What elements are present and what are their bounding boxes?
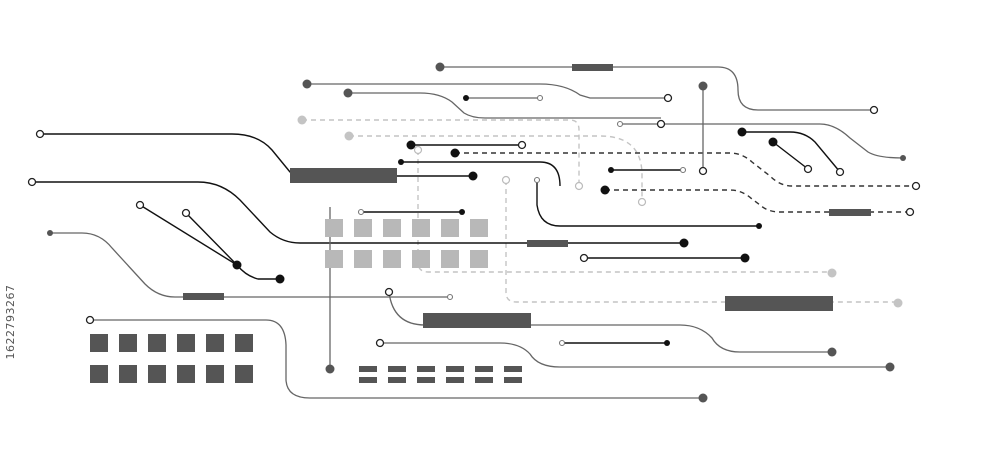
- pad-rect: [572, 64, 613, 71]
- pad-rect: [290, 168, 397, 183]
- dash-blocks: [359, 366, 522, 383]
- light-hollow-nodes: [413, 145, 647, 207]
- image-id-label: 1622793267: [4, 284, 17, 360]
- light-nodes: [297, 115, 903, 308]
- dashed-dark-traces: [455, 152, 916, 213]
- pad-rect: [527, 240, 568, 247]
- solid-gray-traces: [50, 66, 904, 399]
- pad-rect: [423, 313, 531, 328]
- dark-chip-grid: [90, 334, 253, 383]
- small-hollow-nodes: [357, 94, 687, 347]
- gray-nodes: [47, 62, 906, 403]
- pad-rect: [183, 293, 224, 300]
- hollow-nodes: [27, 93, 921, 348]
- solid-dark-traces: [32, 131, 841, 344]
- pad-rect: [829, 209, 871, 216]
- dashed-light-traces: [302, 119, 898, 303]
- pad-rect: [725, 296, 833, 311]
- rect-pads: [183, 64, 871, 328]
- filled-nodes: [232, 95, 778, 346]
- light-chip-grid: [325, 219, 488, 268]
